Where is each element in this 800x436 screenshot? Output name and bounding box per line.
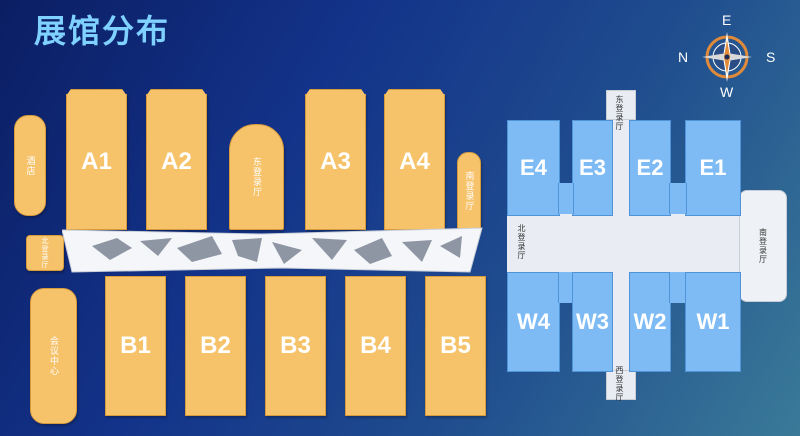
hall-w2[interactable]: W2 — [629, 272, 671, 372]
hall-e4[interactable]: E4 — [507, 120, 560, 216]
compass-n: N — [678, 49, 689, 65]
hall-b1-label: B1 — [120, 332, 151, 359]
hall-e2[interactable]: E2 — [629, 120, 671, 216]
hall-b5[interactable]: B5 — [425, 276, 486, 416]
south-lobby-building[interactable]: 南登录厅 — [457, 152, 481, 229]
conference-label: 会议中心 — [48, 336, 58, 376]
hotel-building[interactable]: 酒店 — [14, 115, 46, 216]
compass-e: E — [722, 12, 732, 28]
hall-w2-label: W2 — [633, 309, 667, 334]
hall-a4-label: A4 — [399, 148, 430, 175]
conference-center[interactable]: 会议中心 — [30, 288, 77, 424]
compass: E N S W — [678, 12, 776, 102]
complex-south-label: 南登录厅 — [758, 228, 768, 264]
north-lobby-label: 北登录厅 — [41, 237, 49, 269]
hall-b4-label: B4 — [360, 332, 391, 359]
hall-a2-label: A2 — [161, 148, 192, 175]
hall-w3[interactable]: W3 — [572, 272, 613, 372]
compass-rose-icon — [702, 32, 752, 82]
hall-b5-label: B5 — [440, 332, 471, 359]
complex-west-label: 西登录厅 — [615, 366, 624, 402]
south-entrance-lobby[interactable]: 南登录厅 — [739, 190, 787, 302]
central-walkway — [61, 226, 484, 276]
hotel-label: 酒店 — [24, 155, 35, 176]
hall-w4-label: W4 — [517, 309, 550, 334]
hall-w1-label: W1 — [696, 309, 730, 334]
east-entrance-lobby[interactable] — [606, 90, 636, 120]
hall-b2[interactable]: B2 — [185, 276, 246, 416]
hall-w3-label: W3 — [576, 309, 609, 334]
complex-east-label: 东登录厅 — [615, 95, 624, 131]
hall-w4[interactable]: W4 — [507, 272, 560, 372]
south-lobby-label: 南登录厅 — [463, 170, 474, 211]
hall-e2-label: E2 — [636, 155, 664, 180]
hall-e1-label: E1 — [699, 155, 727, 180]
hall-b1[interactable]: B1 — [105, 276, 166, 416]
hall-e4-label: E4 — [520, 155, 547, 180]
complex-north-label-wrap: 北登录厅 — [516, 224, 527, 265]
hall-b3-label: B3 — [280, 332, 311, 359]
hall-e1[interactable]: E1 — [685, 120, 741, 216]
hall-a1-label: A1 — [81, 148, 112, 175]
hall-e3-label: E3 — [579, 155, 606, 180]
hall-a2[interactable]: A2 — [146, 94, 207, 230]
hall-b3[interactable]: B3 — [265, 276, 326, 416]
east-lobby-building[interactable]: 东登录厅 — [229, 124, 284, 230]
page-title: 展馆分布 — [34, 12, 171, 50]
north-lobby-building[interactable]: 北登录厅 — [26, 235, 64, 271]
hall-e3[interactable]: E3 — [572, 120, 613, 216]
hall-w1[interactable]: W1 — [685, 272, 741, 372]
compass-w: W — [720, 84, 734, 100]
west-entrance-lobby[interactable] — [606, 370, 636, 400]
hall-b4[interactable]: B4 — [345, 276, 406, 416]
east-lobby-label: 东登录厅 — [251, 157, 261, 197]
hall-e1-e2-bridge — [669, 183, 687, 214]
hall-a4[interactable]: A4 — [384, 94, 445, 230]
hall-a3-label: A3 — [320, 148, 351, 175]
complex-north-label: 北登录厅 — [517, 224, 526, 260]
compass-s: S — [766, 49, 776, 65]
hall-e3-e4-bridge — [558, 183, 574, 214]
hall-a3[interactable]: A3 — [305, 94, 366, 230]
hall-b2-label: B2 — [200, 332, 231, 359]
hall-a1[interactable]: A1 — [66, 94, 127, 230]
walkway-pattern-icon — [61, 227, 483, 273]
complex-vertical-corridor — [611, 96, 629, 392]
complex-east-label-wrap: 东登录厅 — [614, 95, 625, 136]
complex-west-label-wrap: 西登录厅 — [614, 366, 625, 407]
